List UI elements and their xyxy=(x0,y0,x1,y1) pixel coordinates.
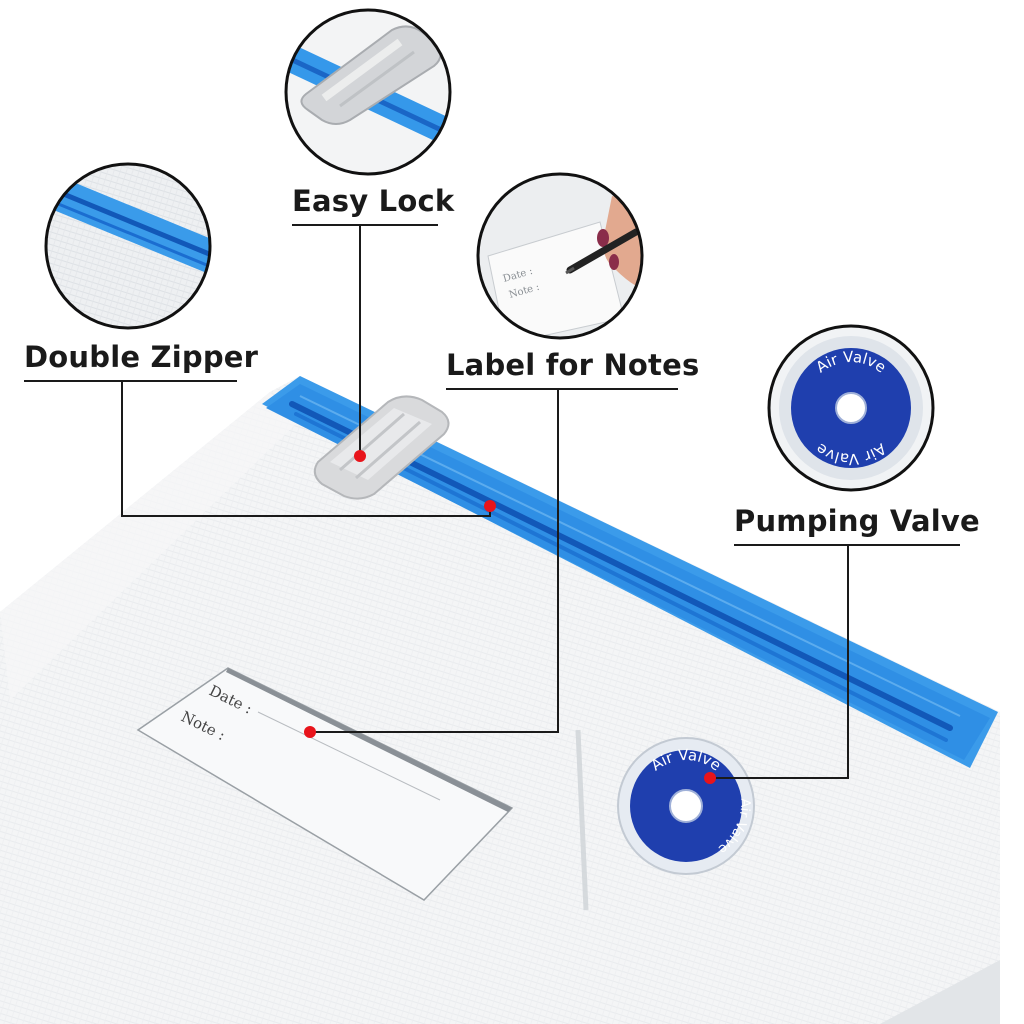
zoom-label-notes: Date : Note : xyxy=(476,172,644,340)
zoom-pumping-valve: Air Valve Air Valve xyxy=(767,324,935,492)
callout-label-for-notes: Label for Notes xyxy=(446,348,700,382)
underline-pumping-valve xyxy=(734,544,960,546)
marker-label-notes xyxy=(304,726,316,738)
underline-double-zipper xyxy=(24,380,237,382)
callout-pumping-valve: Pumping Valve xyxy=(734,504,980,538)
underline-easy-lock xyxy=(292,224,438,226)
easy-lock-clip xyxy=(313,395,450,500)
marker-easy-lock xyxy=(354,450,366,462)
leader-label-notes xyxy=(310,390,559,733)
zoom-double-zipper xyxy=(44,162,212,330)
underline-label-for-notes xyxy=(446,388,678,390)
callout-double-zipper: Double Zipper xyxy=(24,340,259,374)
marker-pumping-valve xyxy=(704,772,716,784)
markers xyxy=(304,450,716,784)
note-label-panel: Date : Note : xyxy=(136,667,514,901)
zoom-easy-lock xyxy=(284,8,452,176)
leader-pumping-valve xyxy=(710,546,849,779)
vacuum-bag xyxy=(0,376,1000,1024)
marker-double-zipper xyxy=(484,500,496,512)
air-valve: Air Valve Air Valve xyxy=(617,737,755,875)
callout-easy-lock: Easy Lock xyxy=(292,184,455,218)
